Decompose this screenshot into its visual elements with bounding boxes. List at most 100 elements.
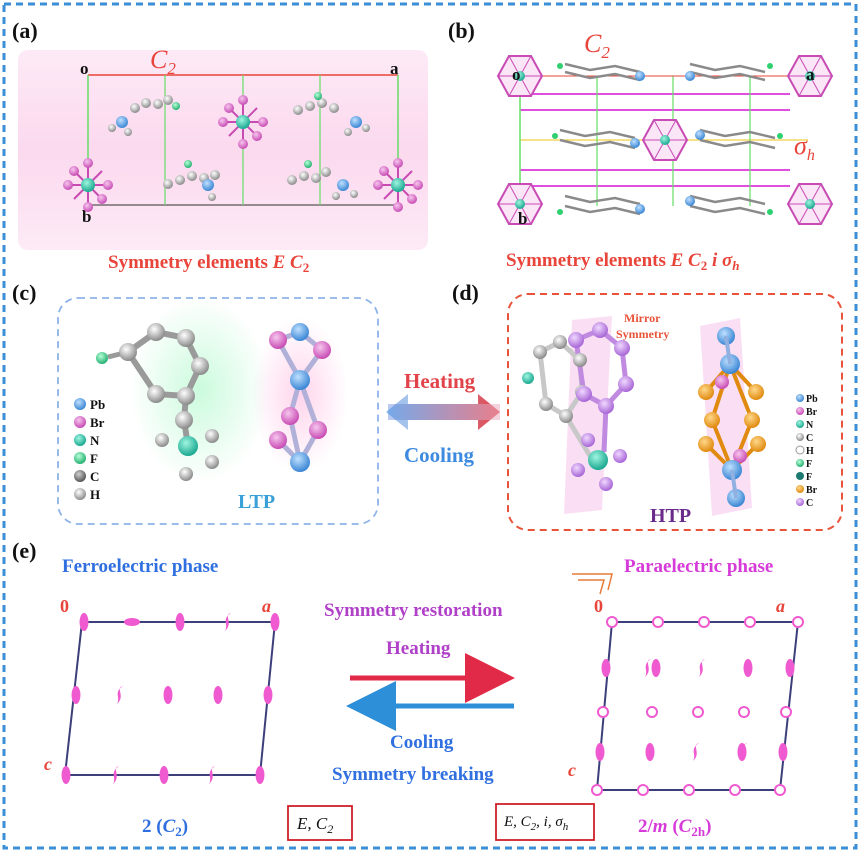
two-fold-axis-symbol [270, 613, 280, 631]
two-fold-axis-symbol [79, 613, 89, 631]
ferro-a-label: a [262, 596, 271, 616]
two-fold-axis-symbol [163, 686, 173, 704]
panel-c: (c) Pb Br [12, 280, 379, 525]
screw-axis-symbol [225, 613, 231, 631]
octahedron-projection [641, 119, 689, 161]
htp-legend: Pb Br N C H F F Br C [795, 394, 818, 509]
cell-corner-b: b [82, 207, 91, 226]
screw-axis-symbol [209, 766, 215, 784]
two-fold-axis-symbol [601, 659, 611, 677]
cell-origin-o: o [512, 65, 521, 84]
ferro-c-label: c [44, 754, 52, 774]
octahedron-projection [786, 183, 834, 225]
phase-transition-arrows: Heating Cooling [386, 369, 500, 467]
inversion-center-symbol [637, 784, 649, 796]
inversion-center-symbol [780, 706, 792, 718]
two-fold-axis-symbol [263, 686, 273, 704]
heating-label: Heating [404, 369, 476, 393]
legend-label: Br [806, 407, 818, 418]
ferro-symmetry-elements: E, C2 [296, 814, 333, 836]
inversion-center-symbol [646, 706, 658, 718]
cooling-label-e: Cooling [390, 732, 454, 753]
panel-label-b: (b) [448, 18, 475, 43]
para-symmetry-box [495, 803, 595, 841]
ferro-unit-cell [61, 613, 280, 784]
cell-corner-a: a [806, 65, 815, 84]
inversion-center-symbol [606, 616, 618, 628]
symmetry-restoration-label: Symmetry restoration [324, 600, 503, 621]
nitrogen-atoms [552, 63, 783, 215]
inversion-center-symbol [698, 616, 710, 628]
pointer-arrow [572, 573, 613, 595]
mirror-label-line1: Mirror [624, 311, 661, 325]
two-fold-axis-symbol [124, 618, 140, 626]
sigma-h-label: σh [794, 131, 815, 164]
symmetry-breaking-label: Symmetry breaking [332, 764, 494, 785]
panel-e: (e) Ferroelectric phase Paraelectric pha… [12, 538, 804, 841]
ltp-label: LTP [238, 491, 275, 513]
two-fold-axis-symbol [645, 743, 655, 761]
ltp-organic-molecule [96, 295, 270, 485]
htp-inorganic-dimer [698, 327, 766, 507]
inversion-center-symbol [792, 616, 804, 628]
panel-a-caption: Symmetry elements E C2 [108, 252, 309, 275]
screw-axis-symbol [117, 686, 123, 704]
two-fold-axis-symbol [651, 659, 661, 677]
inversion-center-symbol [729, 784, 741, 796]
two-fold-axis-symbol [595, 743, 605, 761]
cooling-arrow [386, 394, 500, 430]
ferro-origin-label: 0 [60, 596, 69, 616]
legend-label: H [90, 487, 100, 502]
two-fold-axis-symbol [743, 659, 753, 677]
screw-axis-symbol [699, 659, 705, 677]
para-origin-label: 0 [594, 596, 603, 616]
legend-label: C [806, 433, 813, 444]
ferroelectric-phase-label: Ferroelectric phase [62, 556, 218, 577]
panel-label-c: (c) [12, 280, 36, 305]
legend-label: C [90, 469, 99, 484]
octahedron-projection [786, 55, 834, 97]
panel-label-a: (a) [12, 18, 38, 43]
organic-cation [108, 92, 370, 201]
htp-label: HTP [650, 505, 691, 527]
panel-d: (d) Mirror Symmetry [452, 280, 843, 531]
pbbr6-octahedron [373, 158, 423, 212]
c2-axis-label: C2 [584, 29, 610, 62]
panel-label-d: (d) [452, 280, 479, 305]
htp-organic-molecule [522, 322, 634, 491]
para-a-label: a [776, 596, 785, 616]
panel-b-caption: Symmetry elements E C2 i σh [506, 250, 740, 273]
legend-label: F [806, 472, 812, 483]
cooling-label: Cooling [404, 443, 475, 467]
c2-axis-label: C2 [150, 45, 176, 78]
two-fold-axis-symbol [255, 766, 265, 784]
legend-label: N [90, 433, 100, 448]
legend-label: Pb [806, 394, 818, 405]
htp-box [507, 293, 843, 531]
panel-a-background [18, 50, 428, 250]
organic-cation [559, 62, 776, 216]
two-fold-axis-symbol [175, 613, 185, 631]
inversion-center-symbol [683, 784, 695, 796]
two-fold-axis-symbol [785, 659, 795, 677]
panel-a: (a) C2 o a b [12, 18, 428, 275]
legend-label: F [90, 451, 98, 466]
panel-label-e: (e) [12, 538, 36, 563]
para-c-label: c [568, 760, 576, 780]
ltp-legend: Pb Br N F C H [74, 397, 105, 502]
inversion-center-symbol [652, 616, 664, 628]
inversion-center-symbol [597, 706, 609, 718]
inversion-center-symbol [744, 616, 756, 628]
legend-label: N [806, 420, 814, 431]
pbbr6-octahedron [63, 158, 113, 212]
screw-axis-symbol [645, 659, 651, 677]
two-fold-axis-symbol [71, 686, 81, 704]
legend-label: C [806, 498, 813, 509]
legend-label: Br [90, 415, 105, 430]
mirror-label-line2: Symmetry [616, 327, 669, 341]
inversion-center-symbol [591, 784, 603, 796]
legend-label: H [806, 446, 814, 457]
inversion-center-symbol [738, 706, 750, 718]
legend-label: F [806, 459, 812, 470]
ltp-inorganic-dimer [252, 317, 348, 473]
